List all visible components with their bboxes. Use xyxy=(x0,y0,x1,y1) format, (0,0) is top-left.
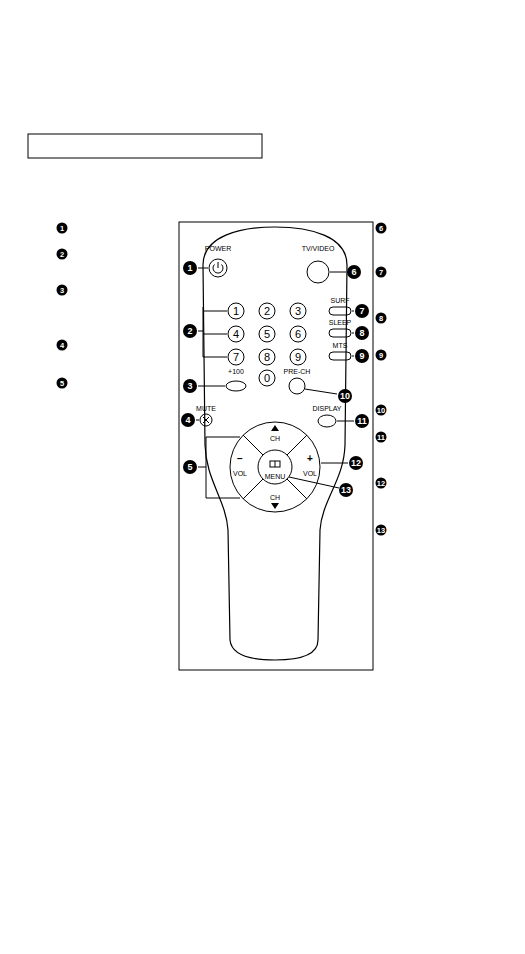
button-label: VOL xyxy=(233,470,247,477)
tv-video-button xyxy=(307,261,329,283)
callout-number: 7 xyxy=(376,267,387,278)
menu-button xyxy=(258,450,292,484)
callout-number: 11 xyxy=(355,414,369,428)
button-label: SLEEP xyxy=(329,319,352,326)
callout-number: 8 xyxy=(355,326,369,340)
button-label: SURF xyxy=(330,297,349,304)
callout-number: 9 xyxy=(355,349,369,363)
mute-symbol xyxy=(203,417,209,423)
callout-number: 4 xyxy=(181,413,195,427)
ch-down-arrow xyxy=(271,503,279,509)
callout-number: 5 xyxy=(183,460,197,474)
button-label: DISPLAY xyxy=(312,405,341,412)
callout-number: 7 xyxy=(355,304,369,318)
symbol-label: − xyxy=(237,454,243,464)
digit-label: 3 xyxy=(295,306,301,317)
power-symbol xyxy=(218,262,219,268)
digit-label: 9 xyxy=(295,352,301,363)
callout-number: 4 xyxy=(57,340,68,351)
button-label: MUTE xyxy=(196,405,216,412)
display-button xyxy=(318,415,336,427)
menu-icon xyxy=(270,461,280,467)
mute-button xyxy=(200,414,212,426)
callout-number: 11 xyxy=(376,432,387,443)
callout-number: 2 xyxy=(183,324,197,338)
callout-number: 9 xyxy=(376,350,387,361)
digit-button: 4 xyxy=(228,326,245,343)
digit-button: 7 xyxy=(228,349,245,366)
digit-button: 3 xyxy=(290,303,307,320)
menu-icon xyxy=(275,461,276,467)
plus100-button xyxy=(226,381,246,391)
callout-number: 12 xyxy=(376,478,387,489)
surf-button xyxy=(329,307,351,315)
digit-label: 2 xyxy=(264,306,270,317)
callout-number: 3 xyxy=(57,285,68,296)
callout-number: 6 xyxy=(376,223,387,234)
digit-label: 1 xyxy=(233,306,239,317)
digit-label: 8 xyxy=(264,352,270,363)
button-label: +100 xyxy=(228,368,244,375)
leader-lines xyxy=(196,268,354,498)
prech-button xyxy=(289,378,305,394)
digit-button: 8 xyxy=(259,349,276,366)
button-label: CH xyxy=(270,494,280,501)
digit-button: 5 xyxy=(259,326,276,343)
button-label: MENU xyxy=(265,473,286,480)
button-label: CH xyxy=(270,435,280,442)
button-label: VOL xyxy=(303,470,317,477)
callout-number: 5 xyxy=(57,378,68,389)
callout-number: 10 xyxy=(338,389,352,403)
callout-number: 2 xyxy=(57,249,68,260)
symbol-label: + xyxy=(307,454,313,464)
callout-number: 6 xyxy=(347,265,361,279)
digit-button: 9 xyxy=(290,349,307,366)
button-label: TV/VIDEO xyxy=(302,245,335,252)
digit-button: 6 xyxy=(290,326,307,343)
callout-number: 8 xyxy=(376,313,387,324)
digit-button: 1 xyxy=(228,303,245,320)
callout-number: 12 xyxy=(349,456,363,470)
digit-label: 4 xyxy=(233,329,239,340)
dpad-divider xyxy=(243,435,307,499)
sleep-button xyxy=(329,329,351,337)
digit-label: 6 xyxy=(295,329,301,340)
callout-number: 10 xyxy=(376,405,387,416)
digit-button: 2 xyxy=(259,303,276,320)
button-label: MTS xyxy=(333,342,348,349)
heading-frame xyxy=(28,134,262,158)
button-label: POWER xyxy=(205,245,231,252)
digit-label: 0 xyxy=(264,373,270,384)
callout-number: 1 xyxy=(57,223,68,234)
digit-button: 0 xyxy=(259,370,276,387)
button-label: PRE-CH xyxy=(284,368,311,375)
power-button xyxy=(209,259,227,277)
callout-number: 13 xyxy=(339,483,353,497)
remote-body xyxy=(203,227,347,660)
digit-label: 7 xyxy=(233,352,239,363)
dpad-ring xyxy=(230,422,320,512)
callout-number: 3 xyxy=(183,379,197,393)
digit-label: 5 xyxy=(264,329,270,340)
mts-button xyxy=(329,352,351,360)
callout-number: 1 xyxy=(183,261,197,275)
ch-up-arrow xyxy=(271,425,279,431)
callout-number: 13 xyxy=(376,525,387,536)
figure-frame xyxy=(179,222,373,670)
